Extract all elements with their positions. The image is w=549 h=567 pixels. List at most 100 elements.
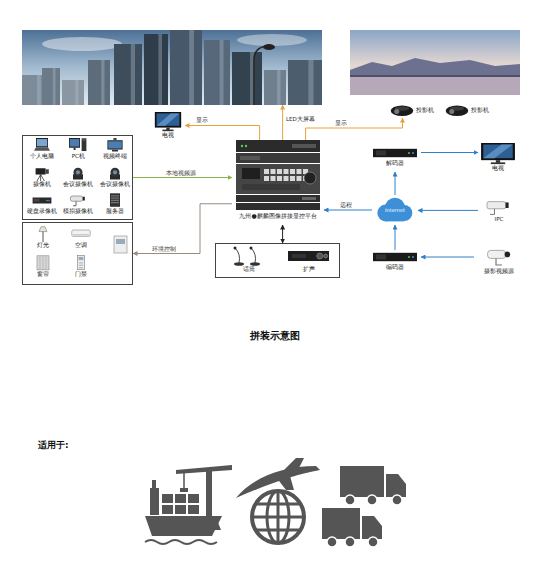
amp-icon (288, 251, 329, 261)
ipc-icon (490, 209, 495, 215)
box-icon (373, 250, 417, 264)
road-freight-icon (367, 495, 377, 505)
environment-group-box: 灯光空调窗帘门禁 (22, 222, 133, 285)
audio-device: 话筒 (221, 246, 276, 276)
led-icon (308, 60, 313, 105)
rack-icon (290, 176, 295, 181)
tv-icon (483, 145, 513, 159)
dvr-icon (48, 200, 50, 202)
mic-icon (234, 262, 244, 266)
port-icon (206, 468, 212, 520)
lamp-icon (43, 231, 44, 242)
curtain-icon (33, 255, 53, 271)
road-freight-icon (322, 508, 360, 539)
rack-icon (236, 164, 320, 194)
projector-icon (391, 105, 414, 116)
node-label: 会议摄像机 (100, 181, 130, 187)
air-freight-icon (282, 458, 304, 474)
source-device: 个人电脑 (24, 138, 60, 165)
road-freight-icon (340, 466, 384, 497)
camcorder-icon (37, 174, 44, 180)
door-icon (79, 257, 84, 260)
ac-icon (72, 230, 90, 236)
led-icon (22, 30, 322, 105)
ipc2-icon (484, 248, 514, 268)
ptz-icon (110, 167, 119, 176)
ipc-icon (484, 200, 514, 216)
projection-screen (350, 75, 520, 77)
connector-arrow (185, 126, 260, 141)
door-icon (79, 267, 83, 268)
dvr-icon (32, 193, 52, 208)
port-icon (162, 505, 173, 514)
edge-label: 显示 (196, 117, 208, 123)
curtain-icon (43, 256, 44, 269)
ptz-icon (74, 167, 83, 176)
rack-icon (236, 153, 320, 163)
led-icon (131, 44, 135, 105)
source-device: 硬盘录像机 (24, 193, 60, 220)
camera-source: 摄影视频源 (474, 248, 524, 278)
decoder-device: 解码器 (369, 146, 421, 172)
control-panel-symbol (116, 239, 125, 244)
rack-icon (264, 169, 269, 174)
connector-arrow (133, 204, 232, 254)
led-icon (220, 40, 224, 105)
led-screen: LED大屏幕 (22, 30, 322, 105)
ip-camera: IPC (478, 200, 520, 226)
laptop-icon (36, 138, 48, 147)
rack-icon (302, 197, 316, 200)
air-freight-icon (236, 466, 320, 498)
ipc-icon (506, 202, 509, 208)
led-icon (237, 34, 307, 46)
audio-device: 扩声 (281, 246, 336, 276)
rack-icon (284, 169, 289, 174)
air-freight-icon (236, 458, 320, 543)
server-icon (110, 193, 120, 207)
led-icon (101, 60, 104, 105)
mic-icon (233, 247, 236, 250)
audio-group-box: 话筒 扩声 (215, 243, 340, 278)
control-panel-symbol (114, 236, 127, 253)
rack-icon (236, 195, 320, 202)
mic-icon (229, 246, 269, 266)
desktop-icon (70, 139, 79, 147)
road-freight-icon (392, 495, 402, 505)
connector-arrow (418, 210, 478, 211)
mic-icon (235, 248, 240, 263)
led-icon (37, 75, 41, 105)
ipc2-icon (496, 258, 502, 265)
connector-arrow (306, 118, 403, 140)
node-label: 扩声 (303, 266, 315, 272)
ptz-icon (112, 170, 116, 174)
road-freight-icon (362, 516, 382, 539)
port-icon (145, 516, 222, 536)
rack-icon (234, 140, 322, 211)
node-label: 投影机 (416, 107, 434, 113)
box-icon (373, 253, 417, 261)
road-freight-icon (345, 495, 355, 505)
rack-icon (277, 176, 282, 181)
rack-icon (292, 144, 316, 148)
node-label: 硬盘录像机 (27, 208, 57, 214)
camcorder-icon (32, 166, 52, 181)
tv-device: 电视 (150, 112, 185, 142)
bullet-icon (71, 196, 83, 201)
port-icon (150, 488, 159, 515)
led-icon (53, 68, 56, 105)
node-label: IPC (495, 216, 504, 222)
air-freight-icon (276, 476, 294, 490)
road-freight-icon (345, 537, 355, 547)
node-label: 摄影视频源 (484, 268, 514, 274)
projector-device: 投影机 (390, 102, 440, 118)
road-freight-icon (322, 466, 406, 547)
source-device: 视频终端 (97, 138, 133, 165)
projection-screen (350, 30, 520, 95)
node-label: 话筒 (243, 266, 255, 272)
node-label: 门禁 (75, 271, 87, 277)
edge-label: 远程 (340, 202, 352, 208)
projector-icon (394, 109, 399, 114)
rack-icon (297, 169, 302, 174)
tv-icon (156, 113, 179, 125)
